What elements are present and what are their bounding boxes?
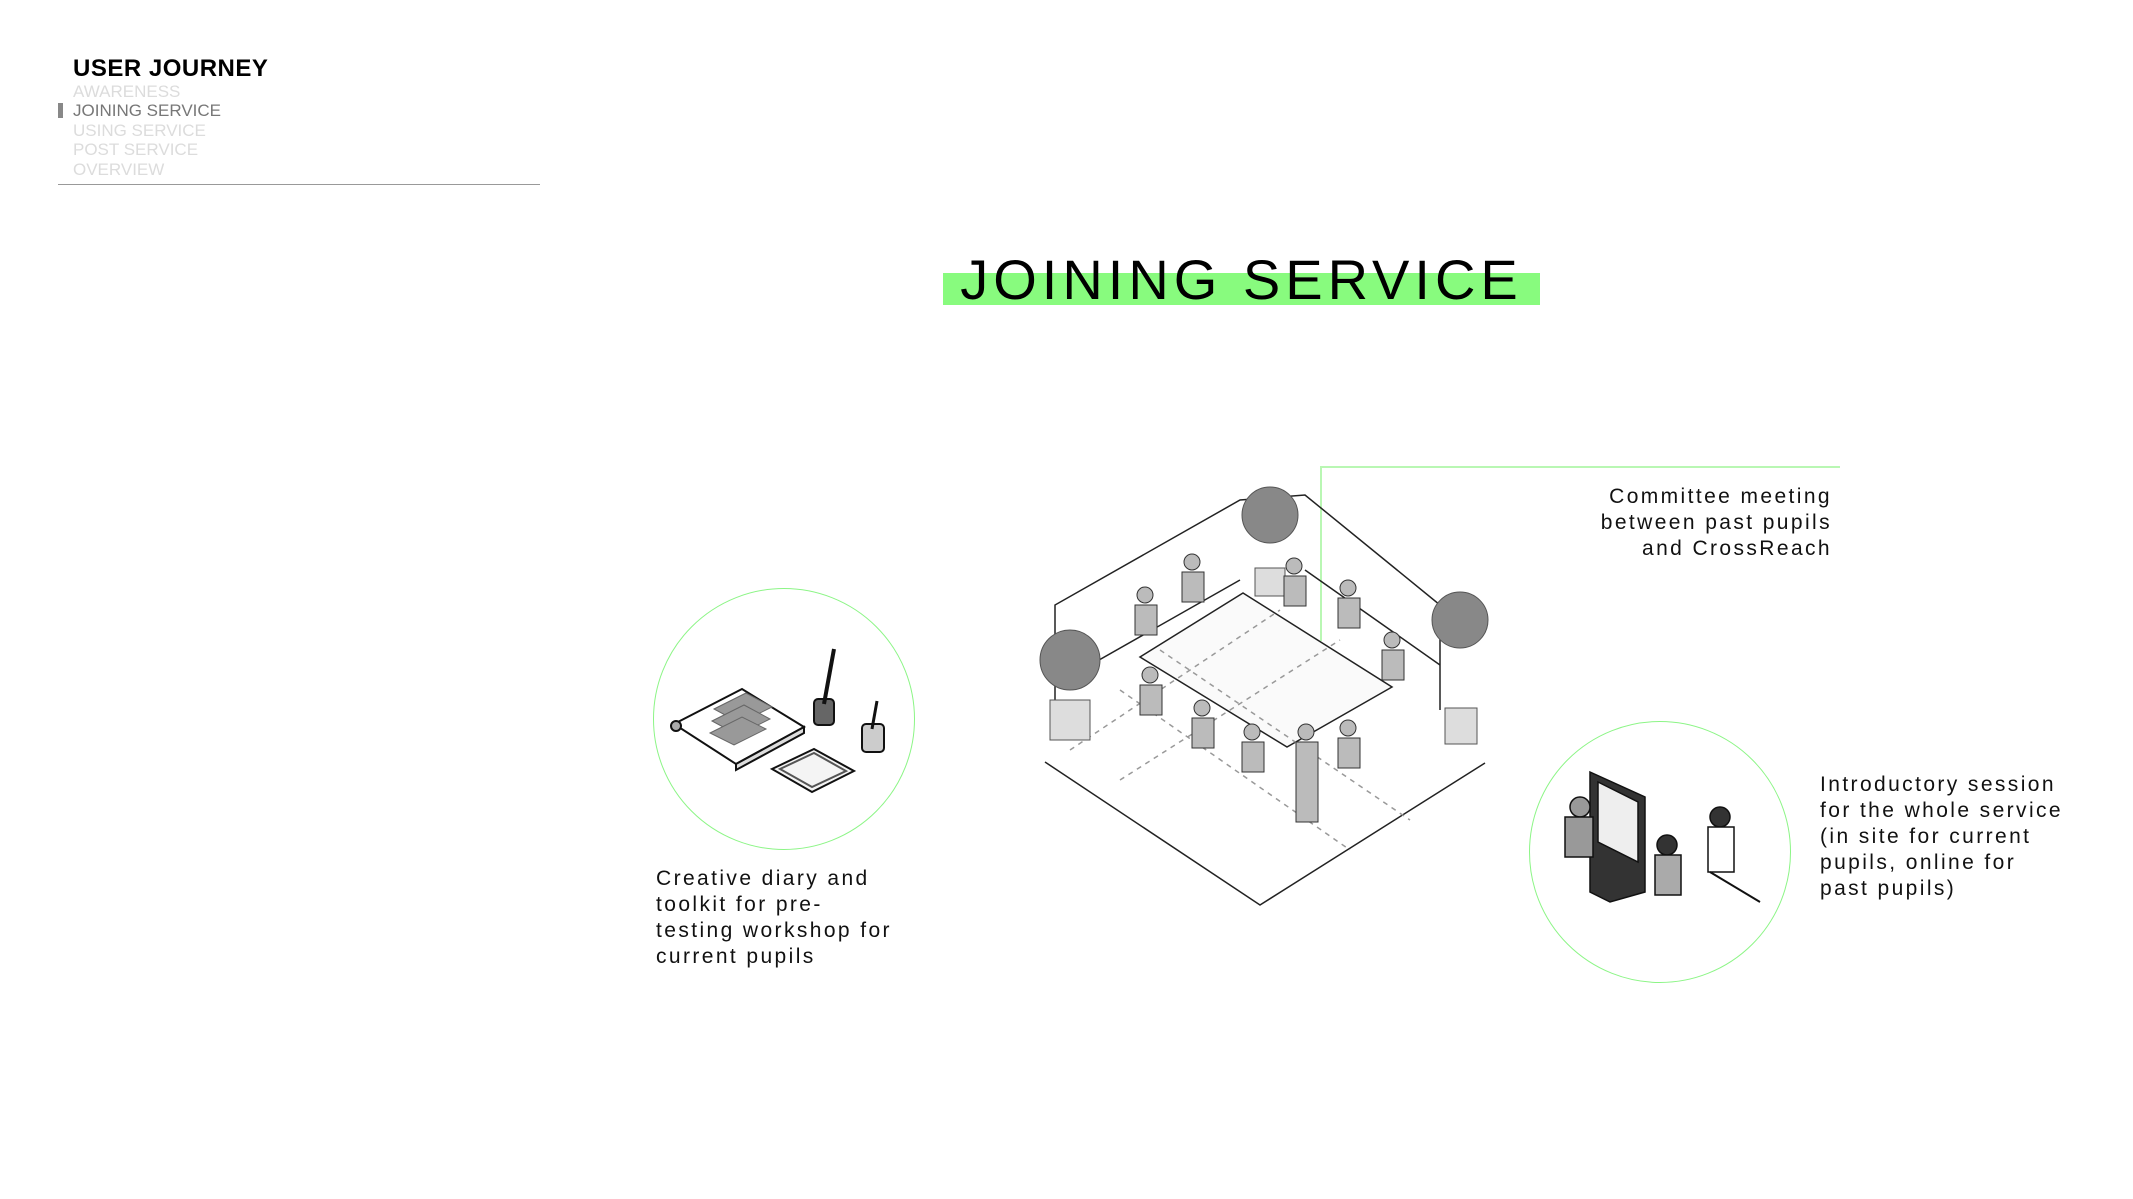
nav-item-awareness[interactable]: AWARENESS [73, 82, 181, 101]
nav-item-overview[interactable]: OVERVIEW [73, 160, 165, 179]
page-title: JOINING SERVICE [960, 248, 1523, 311]
nav-item-using-service[interactable]: USING SERVICE [73, 121, 206, 140]
nav-divider [58, 184, 540, 185]
diary-toolkit-icon [670, 648, 885, 794]
intro-session-icon [1564, 770, 1761, 903]
active-indicator [58, 103, 63, 118]
toolkit-illustration [653, 588, 915, 850]
committee-caption: Committee meeting between past pupils an… [1600, 485, 1832, 560]
title-highlight [943, 273, 1540, 305]
nav-item-post-service[interactable]: POST SERVICE [73, 140, 199, 159]
intro-session-illustration [1529, 721, 1791, 983]
intro-caption: Introductory session for the whole servi… [1820, 773, 2063, 900]
committee-meeting-illustration [1039, 486, 1489, 906]
section-title: USER JOURNEY [73, 55, 269, 82]
nav-item-joining-service[interactable]: JOINING SERVICE [73, 101, 221, 120]
callout-line [1320, 466, 1322, 641]
callout-line [1320, 466, 1840, 468]
toolkit-caption: Creative diary and toolkit for pre- test… [656, 867, 892, 968]
